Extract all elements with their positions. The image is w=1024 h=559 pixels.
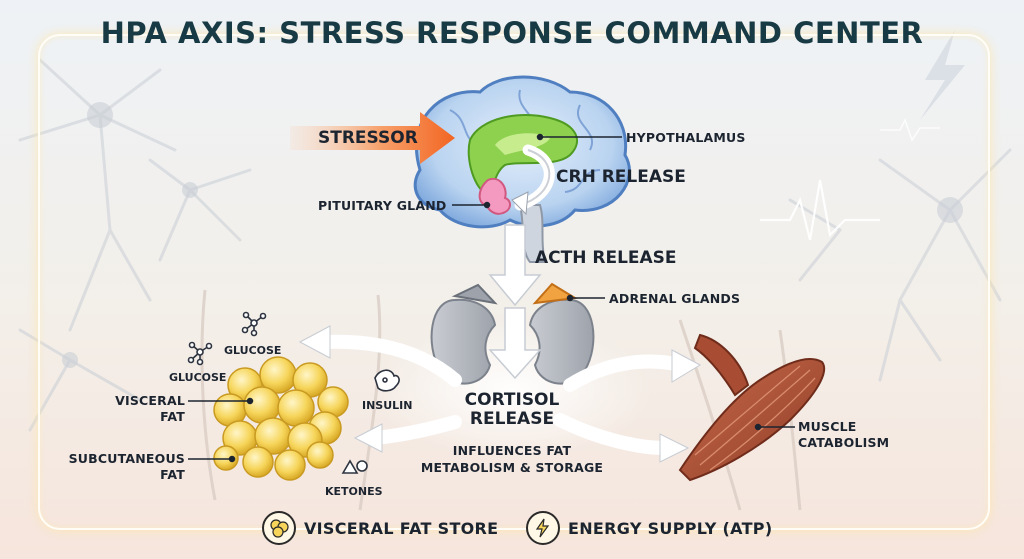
lightning-icon: [526, 511, 560, 545]
cortisol-release-label-line1: CORTISOL: [464, 390, 560, 410]
footer-energy-supply-label: ENERGY SUPPLY (ATP): [568, 518, 773, 538]
footer-energy-supply: ENERGY SUPPLY (ATP): [526, 511, 772, 545]
stressor-label: STRESSOR: [318, 128, 418, 148]
pituitary-gland-label: PITUITARY GLAND: [318, 198, 447, 213]
glucose-label-top: GLUCOSE: [224, 344, 282, 357]
acth-release-label: ACTH RELEASE: [535, 248, 677, 268]
glow-frame: [38, 34, 990, 530]
hypothalamus-label: HYPOTHALAMUS: [626, 130, 746, 145]
subcutaneous-fat-label-line1: SUBCUTANEOUS: [68, 451, 185, 466]
subcutaneous-fat-label-line2: FAT: [160, 467, 185, 482]
influences-label-line2: METABOLISM & STORAGE: [420, 460, 604, 475]
fat-cell-icon: [262, 511, 296, 545]
cortisol-release-label-line2: RELEASE: [469, 409, 555, 429]
visceral-fat-label-line1: VISCERAL: [115, 393, 185, 408]
page-title: HPA AXIS: STRESS RESPONSE COMMAND CENTER: [100, 16, 924, 50]
footer-visceral-fat-store-label: VISCERAL FAT STORE: [304, 518, 499, 538]
muscle-catabolism-label-line1: MUSCLE: [798, 419, 857, 434]
visceral-fat-label-line2: FAT: [160, 409, 185, 424]
adrenal-glands-label: ADRENAL GLANDS: [609, 291, 741, 306]
ketones-label: KETONES: [325, 485, 383, 498]
crh-release-label: CRH RELEASE: [556, 167, 686, 187]
insulin-label: INSULIN: [362, 399, 413, 412]
muscle-catabolism-label-line2: CATABOLISM: [798, 435, 890, 450]
footer-visceral-fat-store: VISCERAL FAT STORE: [262, 511, 498, 545]
glucose-label-left: GLUCOSE: [169, 371, 227, 384]
influences-label-line1: INFLUENCES FAT: [452, 443, 572, 458]
